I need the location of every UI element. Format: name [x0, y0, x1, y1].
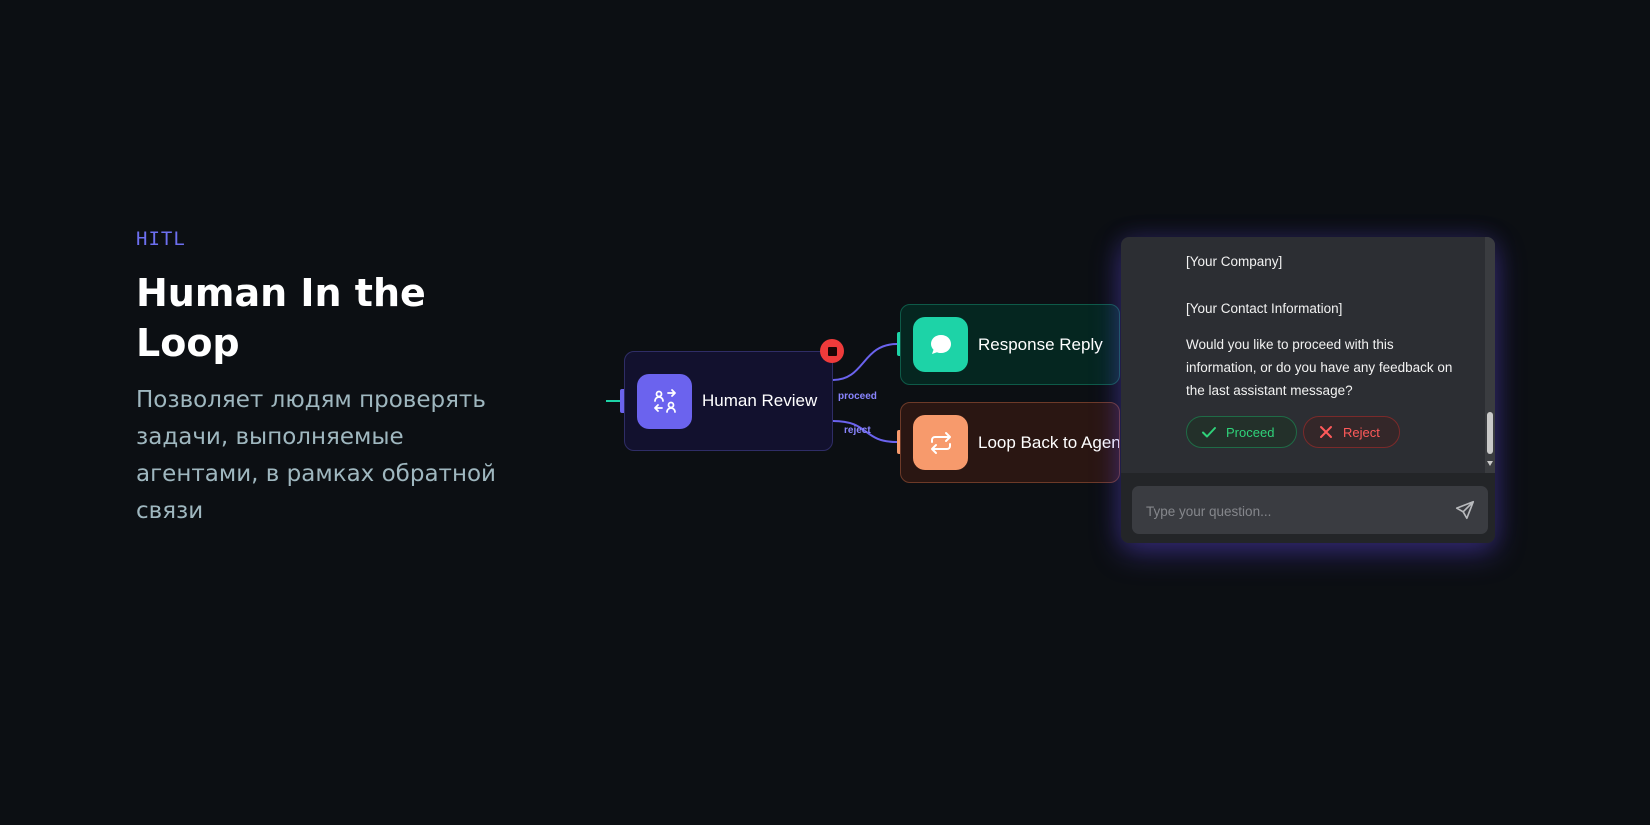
node-label: Loop Back to Agent: [978, 432, 1120, 452]
users-swap-icon: [637, 373, 692, 429]
scrollbar-thumb[interactable]: [1487, 412, 1493, 454]
node-loop-back[interactable]: Loop Back to Agent: [900, 402, 1120, 483]
chat-scrollbar[interactable]: [1485, 237, 1495, 473]
chat-input-container: [1132, 486, 1488, 536]
node-label: Human Review: [702, 391, 818, 410]
reject-label: Reject: [1343, 424, 1380, 440]
send-icon[interactable]: [1454, 499, 1476, 521]
stop-icon: [827, 346, 837, 356]
chat-bubble-icon: [913, 317, 968, 372]
node-response-reply[interactable]: Response Reply: [900, 304, 1120, 385]
chat-input[interactable]: [1144, 486, 1448, 536]
human-node-input-handle[interactable]: [620, 389, 626, 413]
message-line: [Your Contact Information]: [1186, 301, 1343, 316]
stop-button[interactable]: [820, 339, 844, 363]
input-edge-line: [606, 400, 620, 402]
edge-label-proceed: proceed: [838, 391, 877, 402]
node-label: Response Reply: [978, 334, 1103, 354]
repeat-icon: [913, 415, 968, 470]
review-actions: Proceed Reject: [1186, 416, 1400, 448]
scroll-down-arrow[interactable]: [1487, 461, 1493, 466]
edge-reject: [832, 420, 898, 443]
node-human-review[interactable]: Human Review: [624, 351, 833, 451]
check-icon: [1202, 427, 1216, 438]
edge-label-reject: reject: [844, 425, 871, 436]
reject-button[interactable]: Reject: [1303, 416, 1400, 448]
message-line: [Your Company]: [1186, 254, 1283, 269]
chat-panel: [Your Company] [Your Contact Information…: [1121, 237, 1495, 543]
proceed-button[interactable]: Proceed: [1186, 416, 1297, 448]
section-tag: HITL: [136, 228, 186, 250]
edge-proceed: [832, 343, 898, 381]
message-question: Would you like to proceed with this info…: [1186, 337, 1453, 398]
close-icon: [1320, 426, 1332, 438]
hero-description: Позволяет людям проверять задачи, выполн…: [136, 387, 497, 524]
proceed-label: Proceed: [1226, 424, 1275, 440]
page-title: Human In the Loop: [136, 271, 426, 365]
hero-section: HITL Human In the Loop Позволяет людям п…: [136, 228, 516, 530]
